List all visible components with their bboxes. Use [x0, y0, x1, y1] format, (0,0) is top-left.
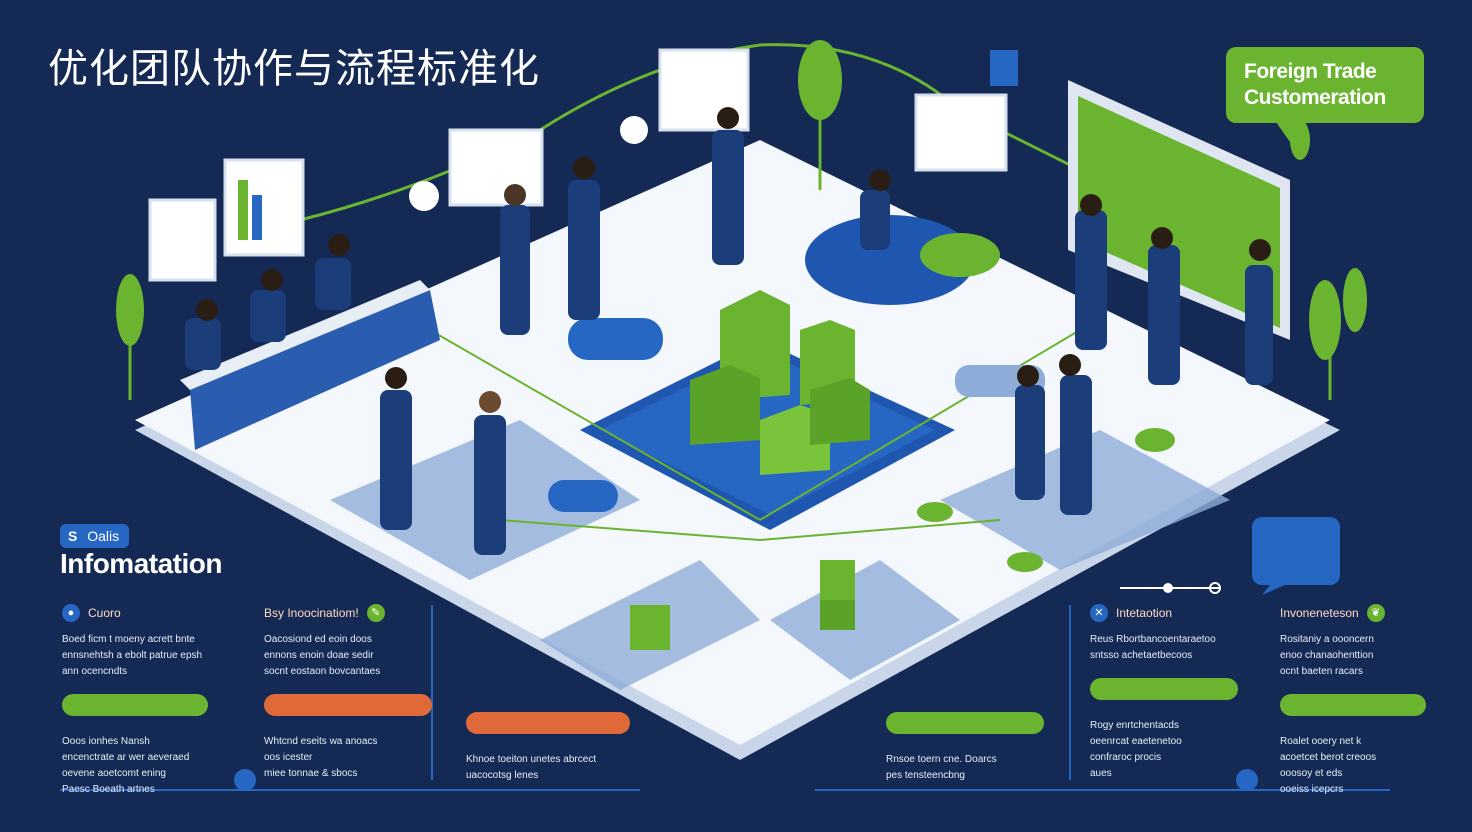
- dollar-icon: S: [68, 528, 78, 544]
- column-pill[interactable]: [886, 712, 1044, 734]
- info-column-2: Bsy Inoocinatiom! ✎ Oacosiond ed eoin do…: [264, 604, 434, 782]
- column-text-bottom: Whtcnd eseits wa anoacs oos icester miee…: [264, 736, 378, 779]
- leaf-icon: ❦: [1366, 604, 1385, 622]
- chat-icon: ✎: [366, 604, 385, 622]
- bubble-tail: [1276, 122, 1304, 142]
- column-title: Bsy Inoocinatiom!: [264, 606, 359, 620]
- info-column-5: ✕ Intetaotion Reus Rbortbancoentaraetoo …: [1090, 604, 1260, 782]
- info-column-6: Invoneneteson ❦ Rositaniy a oooncern eno…: [1280, 604, 1450, 798]
- column-pill[interactable]: [1090, 678, 1238, 700]
- info-column-1: ● Cuoro Boed ficm t moeny acrett bnte en…: [62, 604, 232, 798]
- tool-icon: ✕: [1090, 604, 1108, 622]
- column-pill[interactable]: [62, 694, 208, 716]
- column-text-top: Boed ficm t moeny acrett bnte ennsnehtsh…: [62, 634, 203, 677]
- column-title: Invoneneteson: [1280, 606, 1359, 620]
- column-text-bottom: Rogy enrtchentacds oeenrcat eaetenetoo c…: [1090, 720, 1182, 779]
- column-text-top: Reus Rbortbancoentaraetoo sntsso achetae…: [1090, 634, 1216, 661]
- info-column-4: Rnsoe toern cne. Doarcs pes tensteencbng: [886, 708, 1056, 784]
- info-badge: S Oalis: [60, 524, 130, 548]
- column-pill[interactable]: [264, 694, 432, 716]
- column-title: Cuoro: [88, 606, 121, 620]
- info-column-3: Khnoe toeiton unetes abrcect uacocotsg l…: [466, 708, 636, 784]
- column-head: ✕ Intetaotion: [1090, 604, 1260, 622]
- column-text-bottom: Rnsoe toern cne. Doarcs pes tensteencbng: [886, 754, 997, 781]
- column-text-bottom: Ooos ionhes Nansh encenctrate ar wer aev…: [62, 736, 190, 795]
- column-head: Bsy Inoocinatiom! ✎: [264, 604, 434, 622]
- column-head: Invoneneteson ❦: [1280, 604, 1450, 622]
- pin-icon: ●: [62, 604, 80, 622]
- column-text-top: Oacosiond ed eoin doos ennons enoin doae…: [264, 634, 381, 677]
- column-title: Intetaotion: [1116, 606, 1173, 620]
- foreign-trade-bubble: Foreign Trade Customeration: [1226, 47, 1424, 123]
- page-title: 优化团队协作与流程标准化: [48, 46, 540, 92]
- column-text-top: Rositaniy a oooncern enoo chanaohenttion…: [1280, 634, 1374, 677]
- column-text-bottom: Roalet ooery net k acoetcet berot creoos…: [1280, 736, 1377, 795]
- column-head: ● Cuoro: [62, 604, 232, 622]
- column-text-bottom: Khnoe toeiton unetes abrcect uacocotsg l…: [466, 754, 597, 781]
- column-pill[interactable]: [1280, 694, 1426, 716]
- info-badge-label: Oalis: [87, 528, 120, 544]
- info-heading: Infomatation: [60, 548, 223, 579]
- bubble-line2: Customeration: [1244, 86, 1386, 109]
- column-pill[interactable]: [466, 712, 630, 734]
- bubble-line1: Foreign Trade: [1244, 60, 1377, 83]
